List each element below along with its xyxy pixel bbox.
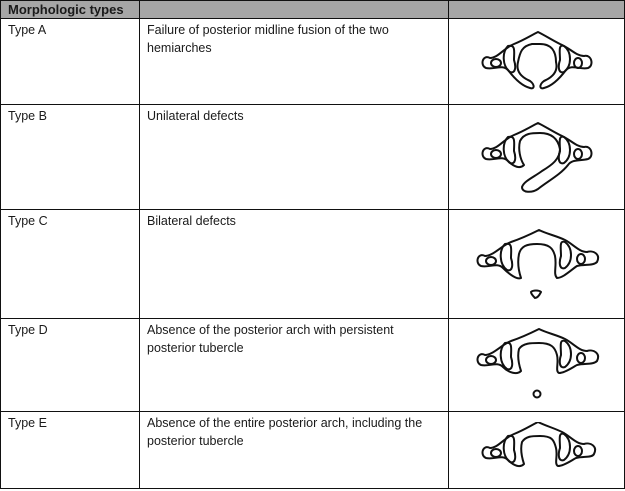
description-cell: Absence of the posterior arch with persi…: [139, 318, 449, 412]
description-cell: Bilateral defects: [139, 209, 449, 319]
illustration-cell: [448, 318, 625, 412]
illustration-cell: [448, 18, 625, 105]
type-cell: Type D: [0, 318, 140, 412]
type-cell: Type A: [0, 18, 140, 105]
header-cell-type: Morphologic types: [0, 0, 140, 19]
table-row: Type B Unilateral defects: [0, 104, 625, 210]
type-cell: Type B: [0, 104, 140, 210]
atlas-type-b-icon: [481, 122, 592, 193]
table-row: Type D Absence of the posterior arch wit…: [0, 318, 625, 412]
description-cell: Unilateral defects: [139, 104, 449, 210]
atlas-type-d-icon: [476, 328, 599, 399]
type-cell: Type E: [0, 411, 140, 489]
atlas-type-a-icon: [481, 31, 592, 90]
illustration-cell: [448, 411, 625, 489]
table-row: Type A Failure of posterior midline fusi…: [0, 18, 625, 105]
atlas-type-e-icon: [481, 422, 596, 468]
illustration-cell: [448, 104, 625, 210]
description-cell: Absence of the entire posterior arch, in…: [139, 411, 449, 489]
table-row: Type E Absence of the entire posterior a…: [0, 411, 625, 489]
type-cell: Type C: [0, 209, 140, 319]
header-cell-description: [139, 0, 449, 19]
table-row: Type C Bilateral defects: [0, 209, 625, 319]
table-header-row: Morphologic types: [0, 0, 625, 19]
atlas-type-c-icon: [476, 229, 599, 299]
illustration-cell: [448, 209, 625, 319]
header-cell-illustration: [448, 0, 625, 19]
description-cell: Failure of posterior midline fusion of t…: [139, 18, 449, 105]
